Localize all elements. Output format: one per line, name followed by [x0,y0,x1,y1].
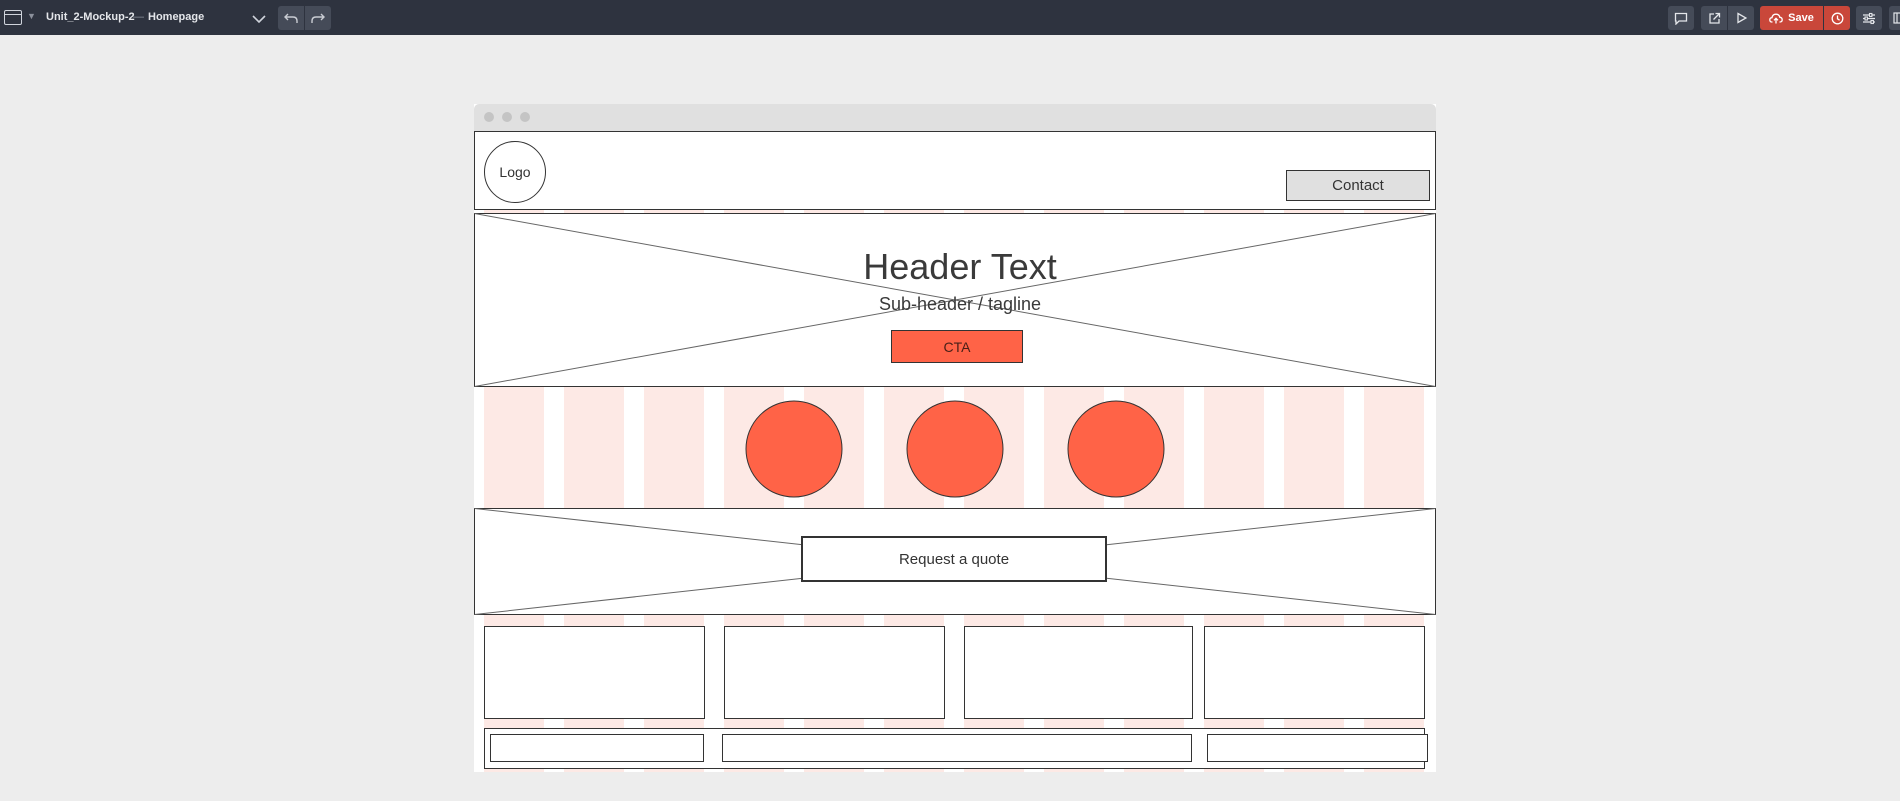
undo-button[interactable] [278,6,304,30]
app-toolbar: ▼ Unit_2-Mockup-2 — Homepage Save [0,0,1900,35]
share-button[interactable] [1701,6,1727,30]
browser-window-mockup[interactable]: Logo Contact Header Text Sub-header / ta… [474,104,1436,772]
content-card [724,626,945,719]
project-name[interactable]: Unit_2-Mockup-2 [46,11,135,23]
cloud-upload-icon [1769,13,1783,23]
hero-header-text[interactable]: Header Text [863,246,1057,287]
feature-circles [745,400,1165,498]
settings-button[interactable] [1856,6,1882,30]
share-icon [1708,12,1720,24]
panel-button[interactable] [1889,6,1900,30]
play-icon [1736,12,1747,24]
content-card [964,626,1193,719]
breadcrumb-separator: — [133,11,144,23]
footer-placeholder [484,728,1428,769]
feature-circle [1067,400,1165,498]
footer-block [490,734,704,762]
footer-block [722,734,1192,762]
request-quote-button[interactable]: Request a quote [801,536,1107,582]
undo-icon [284,13,298,23]
content-card [1204,626,1425,719]
history-button[interactable] [1824,6,1850,30]
preview-button[interactable] [1728,6,1754,30]
document-icon[interactable] [4,10,22,25]
caret-down-icon[interactable]: ▼ [27,11,36,21]
chevron-down-icon[interactable] [252,11,266,29]
footer-block [1207,734,1428,762]
save-button[interactable]: Save [1760,6,1823,30]
comment-button[interactable] [1668,6,1694,30]
feature-circle [745,400,843,498]
wireframe-canvas: Logo Contact Header Text Sub-header / ta… [474,131,1436,772]
nav-bar [474,131,1436,210]
wireframe-layout [474,131,1436,772]
content-cards [484,626,1425,719]
content-card [484,626,705,719]
window-dot-icon [502,112,512,122]
window-dot-icon [520,112,530,122]
logo[interactable]: Logo [484,141,546,203]
panel-icon [1893,12,1900,24]
save-label: Save [1788,12,1814,24]
redo-icon [311,13,325,23]
redo-button[interactable] [305,6,331,30]
settings-icon [1863,12,1875,24]
window-dot-icon [484,112,494,122]
contact-button[interactable]: Contact [1286,170,1430,201]
feature-circle [906,400,1004,498]
history-icon [1831,12,1843,24]
cta-button[interactable]: CTA [891,330,1023,363]
hero-subheader-text[interactable]: Sub-header / tagline [878,294,1042,314]
page-name[interactable]: Homepage [148,11,205,23]
comment-icon [1674,12,1688,25]
browser-chrome [474,104,1436,131]
